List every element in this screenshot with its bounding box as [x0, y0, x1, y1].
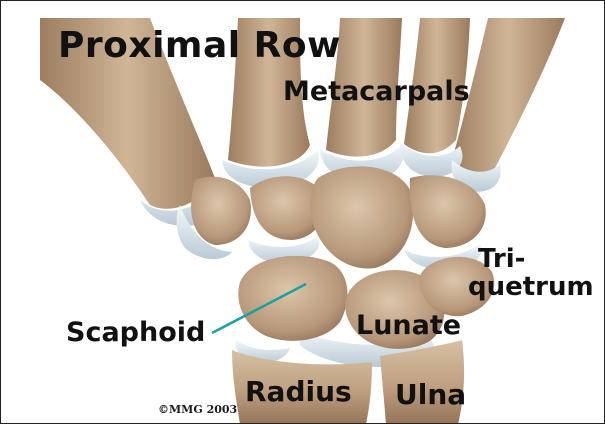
copyright-notice: ©MMG 2003 [158, 404, 237, 415]
page-title: Proximal Row [58, 28, 341, 64]
triquetrum-label-line2: quetrum [468, 274, 594, 300]
scaphoid-label: Scaphoid [66, 319, 205, 346]
lunate-label: Lunate [356, 312, 461, 339]
triquetrum-label-line1: Tri- [478, 246, 525, 272]
ulna-label: Ulna [395, 381, 466, 409]
radius-label: Radius [245, 378, 352, 406]
metacarpals-label: Metacarpals [283, 78, 470, 105]
